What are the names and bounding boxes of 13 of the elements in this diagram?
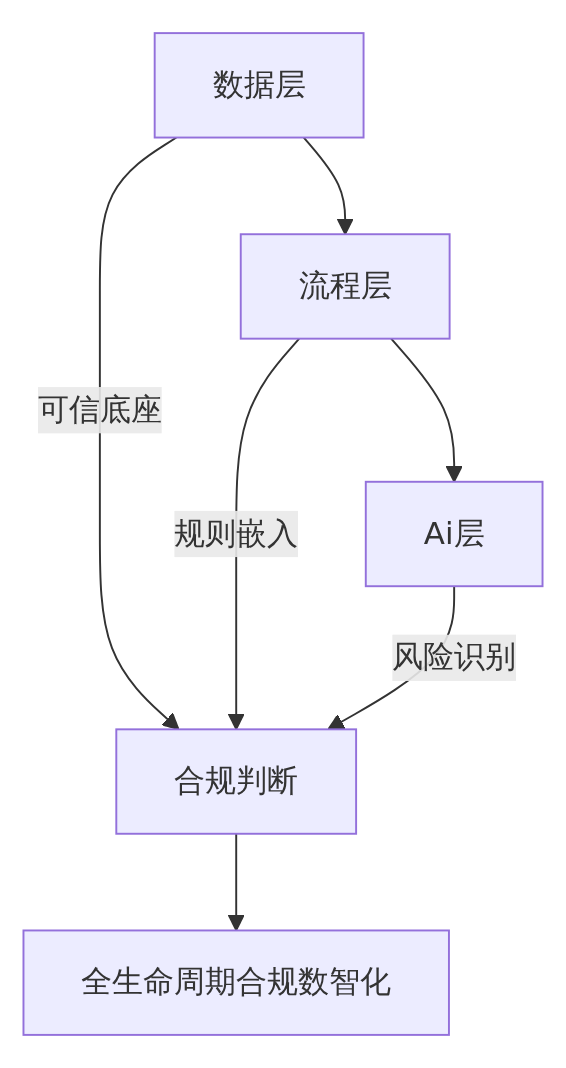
arrow bbox=[98, 136, 180, 731]
edge-label: 可信底座 bbox=[37, 390, 162, 428]
arrow bbox=[227, 337, 301, 731]
node-box: 合规判断 bbox=[115, 728, 358, 835]
arrow bbox=[302, 136, 354, 235]
arrow bbox=[227, 832, 245, 932]
node-box: Ai层 bbox=[364, 480, 544, 588]
node-box: 数据层 bbox=[153, 32, 365, 139]
edge-label: 风险识别 bbox=[392, 638, 517, 676]
node-box: 全生命周期合规数智化 bbox=[22, 929, 450, 1036]
node-box: 流程层 bbox=[239, 233, 451, 340]
arrow bbox=[390, 337, 463, 483]
edge-label: 规则嵌入 bbox=[174, 514, 299, 552]
